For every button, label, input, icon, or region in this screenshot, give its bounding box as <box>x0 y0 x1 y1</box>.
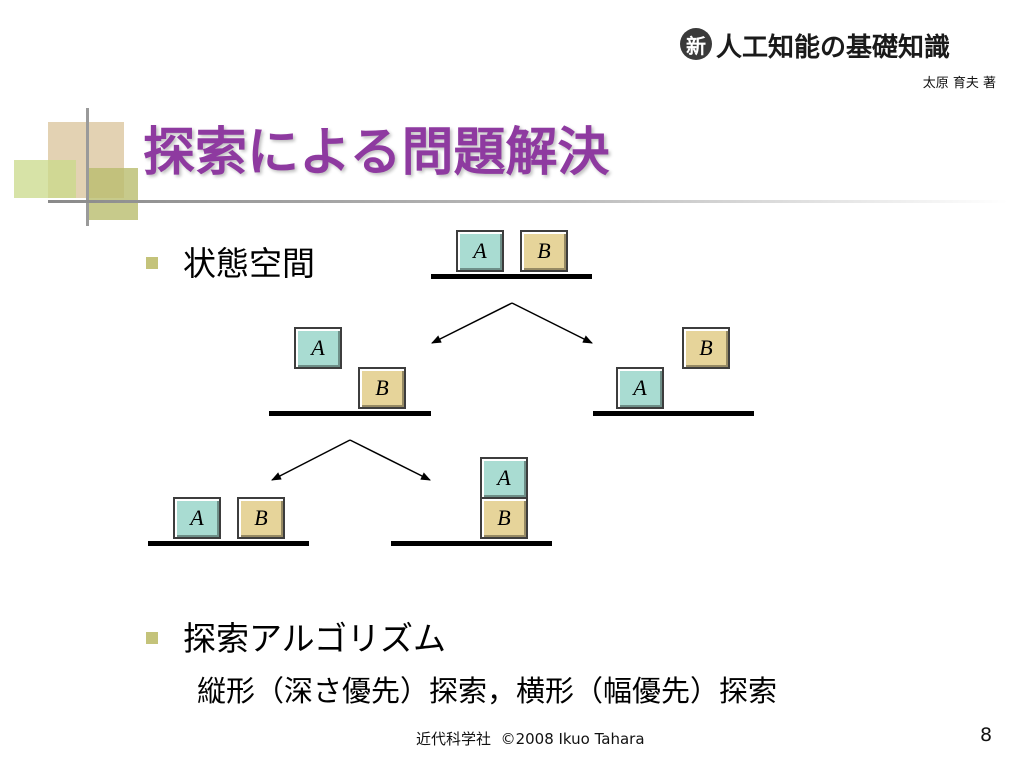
book-badge: 新 <box>680 28 712 60</box>
ground-state-left-right <box>391 541 552 546</box>
footer: 近代科学社 ©2008 Ikuo Tahara <box>416 728 645 749</box>
bullet-sub-search-types: 縦形（深さ優先）探索，横形（幅優先）探索 <box>197 674 778 708</box>
book-title: 新 人工知能の基礎知識 <box>680 28 1000 64</box>
footer-publisher: 近代科学社 <box>416 730 492 748</box>
title-underline <box>48 200 1008 203</box>
arrow-left-right <box>349 439 431 481</box>
bullet-marker <box>146 257 158 269</box>
book-name: 人工知能の基礎知識 <box>716 33 951 63</box>
bullet-search-algorithms: 探索アルゴリズム <box>183 619 447 658</box>
ground-state-right <box>593 411 754 416</box>
arrow-root-left <box>431 302 513 344</box>
page-number: 8 <box>980 724 993 746</box>
decoration-vertical-line <box>86 108 89 226</box>
block-a: A <box>480 457 528 499</box>
decoration-rect-light <box>14 160 76 198</box>
ground-state-left-left <box>148 541 309 546</box>
arrow-left-left <box>271 439 351 481</box>
ground-state-left <box>269 411 431 416</box>
block-b: B <box>682 327 730 369</box>
decoration-square-olive <box>86 168 138 220</box>
block-b: B <box>520 230 568 272</box>
author: 太原 育夫 著 <box>922 76 996 91</box>
block-a: A <box>616 367 664 409</box>
footer-copyright: ©2008 Ikuo Tahara <box>500 730 645 748</box>
ground-root <box>431 274 592 279</box>
block-a: A <box>456 230 504 272</box>
block-a: A <box>294 327 342 369</box>
arrow-root-right <box>511 302 593 344</box>
block-a: A <box>173 497 221 539</box>
block-b: B <box>358 367 406 409</box>
block-b: B <box>480 497 528 539</box>
bullet-marker <box>146 632 158 644</box>
slide-title: 探索による問題解決 <box>143 123 610 183</box>
bullet-state-space: 状態空間 <box>183 244 315 283</box>
block-b: B <box>237 497 285 539</box>
